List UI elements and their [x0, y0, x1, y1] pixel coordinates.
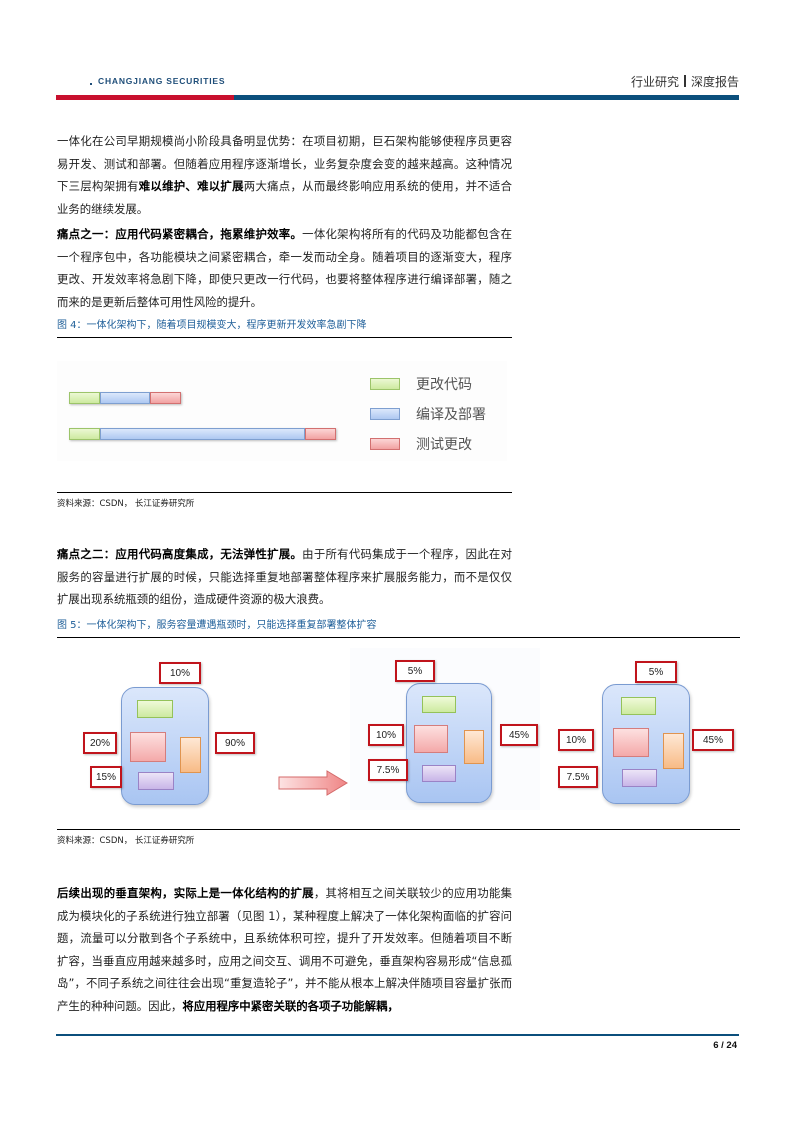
text: 由于所有代码集成于一个程序，因此在对服务的容量进行扩展的时候，只能选择重复地部署… [57, 547, 512, 606]
figure-5-source: 资料来源：CSDN， 长江证券研究所 [57, 836, 195, 846]
legend-swatch [370, 378, 400, 390]
page-header: CHANGJIANG SECURITIES 行业研究深度报告 [56, 70, 739, 100]
bold-text: 痛点之一：应用代码紧密耦合，拖累维护效率。 [57, 227, 303, 241]
module-pink [613, 728, 649, 757]
callout-top: 10% [159, 662, 201, 684]
module-purple [622, 769, 657, 787]
bold-text: 痛点之二：应用代码高度集成，无法弹性扩展。 [57, 547, 303, 561]
header-bar-accent [56, 95, 234, 100]
bar-large-project [69, 428, 336, 440]
divider [57, 829, 740, 830]
separator [683, 75, 686, 87]
module-orange [663, 733, 684, 769]
legend-item: 编译及部署 [370, 399, 486, 429]
bold-text: 将应用程序中紧密关联的各项子功能解耦， [182, 998, 399, 1013]
bold-text: 后续出现的垂直架构，实际上是一体化结构的扩展 [57, 886, 314, 900]
module-green [137, 700, 173, 718]
text: 一体化架构将所有的代码及功能都包含在一个程序包中，各功能模块之间紧密耦合，牵一发… [57, 227, 512, 309]
bar-segment-build-deploy [100, 428, 305, 440]
bar-segment-test [150, 392, 181, 404]
bar-segment-build-deploy [100, 392, 150, 404]
legend-swatch [370, 408, 400, 420]
callout-bottom: 7.5% [558, 766, 598, 788]
footer-divider [56, 1034, 739, 1036]
logo-mark-icon [90, 83, 92, 85]
module-pink [130, 732, 166, 762]
legend-label: 编译及部署 [416, 407, 486, 423]
paragraph-intro: 一体化在公司早期规模尚小阶段具备明显优势：在项目初期，巨石架构能够使程序员更容易… [57, 130, 512, 220]
chart-legend: 更改代码 编译及部署 测试更改 [370, 369, 486, 459]
divider [57, 337, 512, 338]
callout-right: 45% [500, 724, 538, 746]
callout-top: 5% [635, 661, 677, 683]
callout-left: 20% [83, 732, 117, 754]
paragraph-pain-point-1: 痛点之一：应用代码紧密耦合，拖累维护效率。一体化架构将所有的代码及功能都包含在一… [57, 223, 512, 313]
report-label: 行业研究深度报告 [631, 73, 739, 90]
module-green [621, 697, 656, 715]
right-arrow-icon [278, 770, 348, 796]
bar-small-project [69, 392, 181, 404]
module-purple [422, 765, 456, 782]
bar-segment-change-code [69, 428, 100, 440]
bar-segment-change-code [69, 392, 100, 404]
panel-after-1: 5% 10% 45% 7.5% [350, 648, 540, 810]
panel-after-2: 5% 10% 45% 7.5% [550, 648, 740, 810]
legend-item: 更改代码 [370, 369, 486, 399]
module-orange [464, 730, 484, 764]
company-logo: CHANGJIANG SECURITIES [90, 76, 225, 86]
callout-left: 10% [368, 724, 404, 746]
paragraph-vertical-architecture: 后续出现的垂直架构，实际上是一体化结构的扩展，其将相互之间关联较少的应用功能集成… [57, 882, 512, 1017]
legend-item: 测试更改 [370, 429, 486, 459]
report-type: 深度报告 [690, 75, 739, 89]
text: 两大痛点，从而最终影响应用系统的使用，并不适合业务的继续发展。 [57, 179, 512, 216]
legend-label: 测试更改 [416, 437, 472, 453]
legend-swatch [370, 438, 400, 450]
divider [57, 492, 512, 493]
divider [57, 637, 740, 638]
page-number: 6 / 24 [713, 1040, 737, 1051]
legend-label: 更改代码 [416, 377, 472, 393]
panel-before: 10% 20% 90% 15% [57, 648, 277, 810]
text: ，其将相互之间关联较少的应用功能集成为模块化的子系统进行独立部署（见图 1），某… [57, 886, 512, 1013]
report-category: 行业研究 [630, 75, 679, 89]
header-bar [56, 95, 739, 100]
text: 一体化在公司早期规模尚小阶段具备明显优势：在项目初期，巨石架构能够使程序员更容易… [57, 134, 512, 193]
figure-5-diagram: 10% 20% 90% 15% 5% 10% 45% 7.5% 5% 10% 4… [57, 648, 740, 810]
figure-5-title: 图 5：一体化架构下，服务容量遭遇瓶颈时，只能选择重复部署整体扩容 [57, 620, 377, 631]
module-green [422, 696, 456, 713]
callout-top: 5% [395, 660, 435, 682]
callout-left: 10% [558, 729, 594, 751]
module-orange [180, 737, 201, 773]
logo-text: CHANGJIANG SECURITIES [98, 76, 226, 86]
bold-text: 难以维护、难以扩展 [138, 179, 244, 193]
callout-bottom: 15% [90, 766, 122, 788]
module-purple [138, 772, 174, 790]
callout-bottom: 7.5% [368, 759, 408, 781]
callout-right: 45% [692, 729, 734, 751]
bar-segment-test [305, 428, 336, 440]
figure-4-chart: 更改代码 编译及部署 测试更改 [57, 361, 507, 461]
figure-4-source: 资料来源：CSDN， 长江证券研究所 [57, 499, 195, 509]
module-pink [414, 725, 448, 753]
figure-4-title: 图 4：一体化架构下，随着项目规模变大，程序更新开发效率急剧下降 [57, 320, 367, 331]
paragraph-pain-point-2: 痛点之二：应用代码高度集成，无法弹性扩展。由于所有代码集成于一个程序，因此在对服… [57, 543, 512, 611]
callout-right: 90% [215, 732, 255, 754]
